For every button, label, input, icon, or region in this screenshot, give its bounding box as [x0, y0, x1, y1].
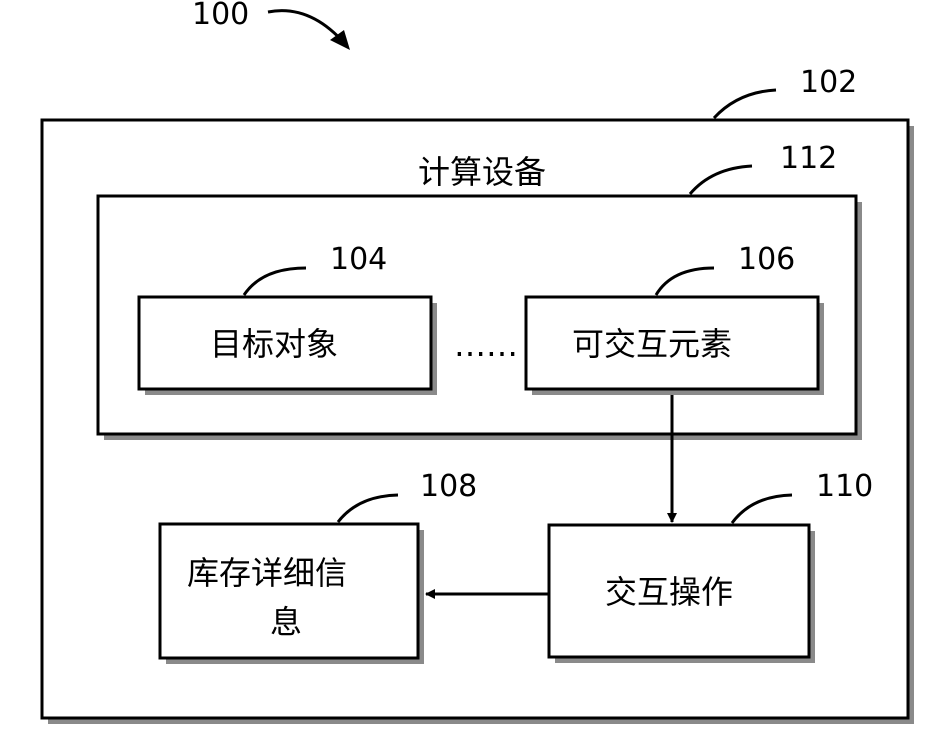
device-ref-label: 102: [800, 65, 857, 100]
interaction-label: 交互操作: [605, 573, 733, 611]
target-object-label: 目标对象: [210, 325, 338, 363]
interactive-element-label: 可交互元素: [572, 325, 732, 363]
group-ref-label: 112: [780, 141, 837, 176]
target-object-ref-label: 104: [330, 242, 387, 277]
device-leader-line: [714, 90, 776, 118]
inventory-label-line2: 息: [270, 603, 302, 641]
figure-ref-label: 100: [192, 0, 249, 32]
inventory-label-line1: 库存详细信: [187, 554, 347, 592]
interaction-ref-label: 110: [816, 469, 873, 504]
inventory-ref-label: 108: [420, 469, 477, 504]
ellipsis: ……: [454, 326, 518, 364]
device-label: 计算设备: [418, 153, 546, 191]
interactive-element-ref-label: 106: [738, 242, 795, 277]
